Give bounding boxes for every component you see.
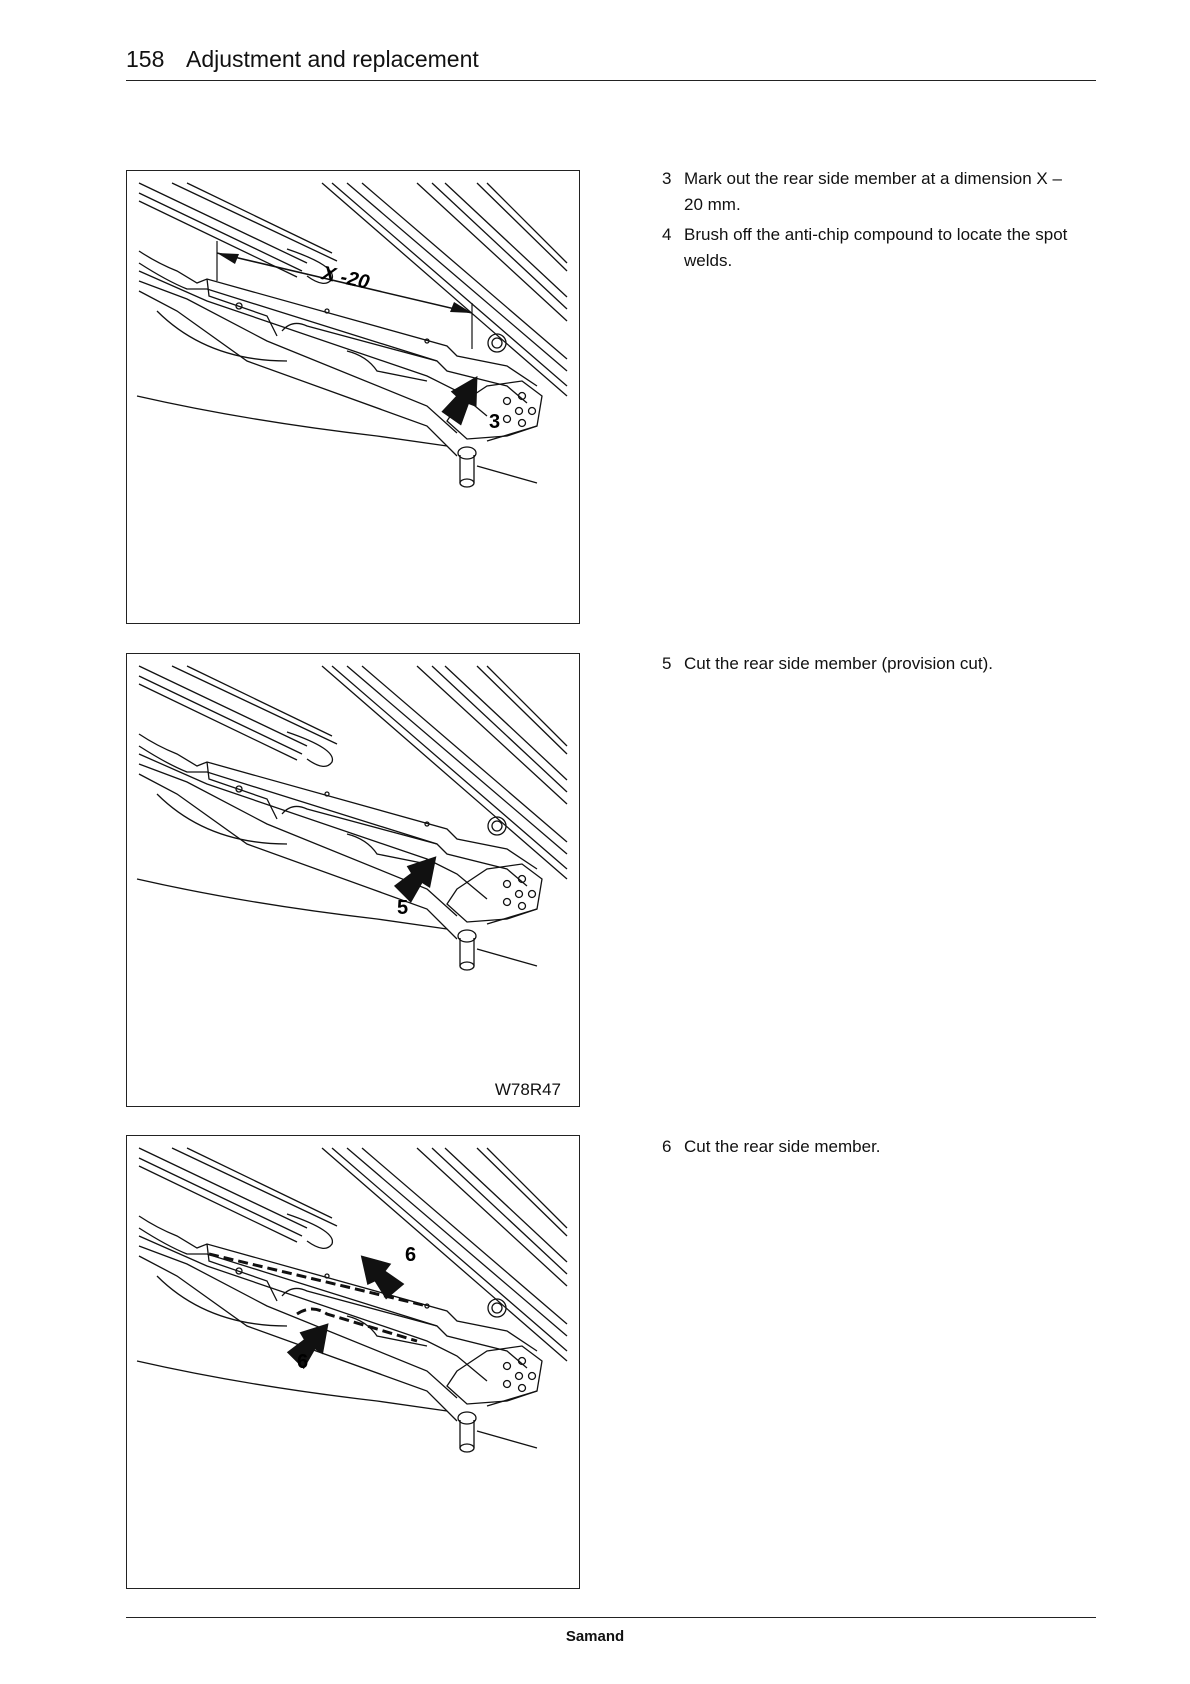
steps-section-1: 3 Mark out the rear side member at a dim… (662, 166, 1082, 278)
figure-code: W78R47 (495, 1080, 561, 1100)
step-item: 5 Cut the rear side member (provision cu… (662, 651, 1082, 677)
step-number: 5 (662, 651, 684, 677)
steps-section-3: 6 Cut the rear side member. (662, 1134, 1082, 1164)
step-item: 6 Cut the rear side member. (662, 1134, 1082, 1160)
step-item: 3 Mark out the rear side member at a dim… (662, 166, 1082, 218)
figure-1-drawing: X -20 3 (127, 171, 579, 623)
figure-1: X -20 3 (126, 170, 580, 624)
figure-label-step-upper: 6 (405, 1244, 416, 1266)
step-number: 3 (662, 166, 684, 218)
step-text: Mark out the rear side member at a dimen… (684, 166, 1082, 218)
figure-label-step-lower: 6 (297, 1351, 308, 1373)
figure-3: 6 6 (126, 1135, 580, 1589)
footer-brand: Samand (0, 1628, 1190, 1645)
step-item: 4 Brush off the anti-chip compound to lo… (662, 222, 1082, 274)
step-text: Cut the rear side member. (684, 1134, 1082, 1160)
steps-section-2: 5 Cut the rear side member (provision cu… (662, 651, 1082, 681)
page-title: Adjustment and replacement (186, 46, 479, 73)
page-header: 158 Adjustment and replacement (126, 44, 1096, 81)
footer-divider (126, 1617, 1096, 1618)
step-number: 6 (662, 1134, 684, 1160)
page-number: 158 (126, 46, 164, 73)
step-text: Cut the rear side member (provision cut)… (684, 651, 1082, 677)
step-number: 4 (662, 222, 684, 274)
figure-label-dimension: X -20 (319, 262, 371, 294)
figure-label-step: 3 (489, 411, 500, 433)
figure-2: 5 W78R47 (126, 653, 580, 1107)
figure-label-step: 5 (397, 897, 408, 919)
step-text: Brush off the anti-chip compound to loca… (684, 222, 1082, 274)
